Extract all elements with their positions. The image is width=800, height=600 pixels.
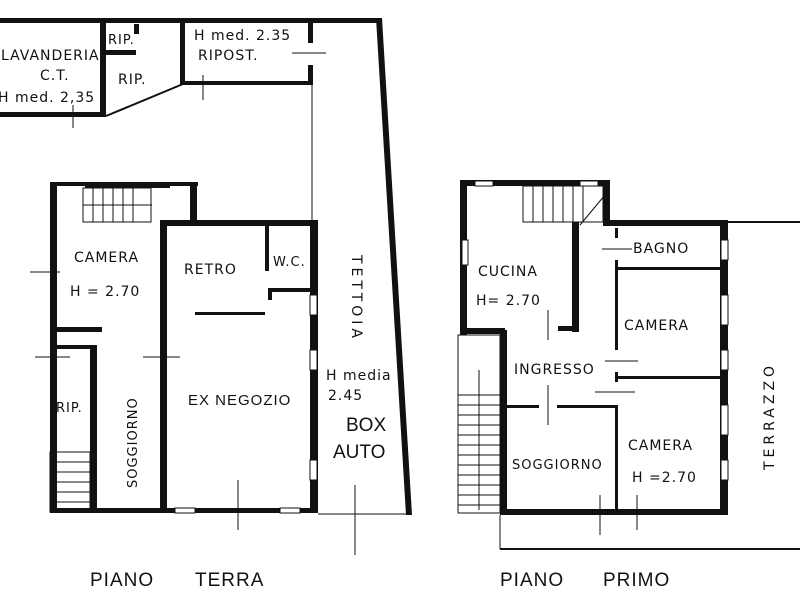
room-height-ripost: H med. 2.35 <box>194 28 291 44</box>
room-label-camera-2: CAMERA <box>628 438 693 454</box>
room-label-terrazzo: TERRAZZO <box>762 362 778 471</box>
room-label-bagno: BAGNO <box>633 241 689 257</box>
room-label-lavanderia: LAVANDERIA <box>1 48 100 64</box>
room-label-wc: W.C. <box>273 255 306 270</box>
tettoia-outer-wall <box>376 18 412 515</box>
floor-title-primo: PRIMO <box>603 570 670 591</box>
ground-floor-plan: LAVANDERIA C.T. H med. 2,35 RIP. RIP. H … <box>0 18 412 591</box>
room-label-ripost: RIPOST. <box>198 48 259 64</box>
floor-title-terra: TERRA <box>195 570 264 591</box>
floor-title-piano: PIANO <box>90 570 154 591</box>
room-label-soggiorno: SOGGIORNO <box>126 397 141 488</box>
room-label-rip-lower: RIP. <box>56 401 83 416</box>
stairs-ground-lower <box>49 451 91 513</box>
stairs-first-upper <box>522 185 606 226</box>
floor-title-piano-primo: PIANO <box>500 570 564 591</box>
room-label-rip: RIP. <box>118 72 147 88</box>
first-floor-plan: CUCINA H= 2.70 BAGNO CAMERA INGRESSO SOG… <box>457 180 800 591</box>
room-label-soggiorno-primo: SOGGIORNO <box>512 458 603 473</box>
tettoia-height-label: H media <box>326 368 392 384</box>
room-label-ct: C.T. <box>40 68 70 84</box>
stairs-ground-upper <box>82 187 152 223</box>
room-label-ingresso: INGRESSO <box>514 362 595 378</box>
room-label-ex-negozio: EX NEGOZIO <box>188 392 291 409</box>
room-height-lavanderia: H med. 2,35 <box>0 90 95 106</box>
room-label-auto: AUTO <box>333 442 385 463</box>
room-label-camera-1: CAMERA <box>624 318 689 334</box>
room-height-cucina: H= 2.70 <box>476 293 541 309</box>
room-label-tettoia: TETTOIA <box>348 254 364 342</box>
room-label-camera: CAMERA <box>74 250 139 266</box>
room-height-camera-2: H =2.70 <box>632 470 697 486</box>
room-label-retro: RETRO <box>184 262 237 278</box>
room-label-box: BOX <box>346 415 386 436</box>
room-label-rip-small: RIP. <box>108 33 135 48</box>
tettoia-height-value: 2.45 <box>328 388 363 404</box>
room-label-cucina: CUCINA <box>478 264 538 280</box>
stairs-first-lower <box>457 334 501 514</box>
room-height-camera: H = 2.70 <box>70 284 140 300</box>
